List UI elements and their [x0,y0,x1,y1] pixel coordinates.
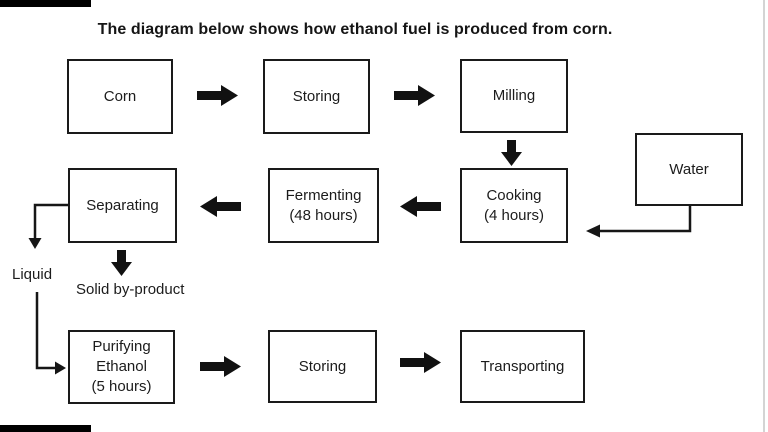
label-liquid: Liquid [12,266,53,283]
water-to-cooking-connector [586,206,692,238]
arrow-separating-to-solid-icon [111,250,132,276]
node-storing-2: Storing [268,330,377,403]
top-left-black-bar [0,0,91,7]
node-label: Separating [86,196,159,214]
arrow-storing-to-milling-icon [394,85,435,106]
node-label: Fermenting [285,186,362,204]
arrow-corn-to-storing-icon [197,85,238,106]
node-sublabel: (5 hours) [91,377,152,395]
node-storing-1: Storing [263,59,370,134]
node-sublabel: (48 hours) [289,206,358,224]
node-purifying-ethanol: Purifying Ethanol (5 hours) [68,330,175,404]
node-label: Transporting [480,357,565,375]
separating-to-liquid-connector [28,203,68,249]
node-cooking: Cooking (4 hours) [460,168,568,243]
arrow-storing-to-transporting-icon [400,352,441,373]
arrow-fermenting-to-separating-icon [200,196,241,217]
arrow-milling-to-cooking-icon [501,140,522,166]
node-separating: Separating [68,168,177,243]
bottom-left-black-bar [0,425,91,432]
node-label: Milling [492,87,536,105]
node-label: Cooking [486,186,542,204]
node-sublabel: (4 hours) [483,206,545,224]
node-milling: Milling [460,59,568,133]
liquid-to-purifying-connector [35,292,66,375]
diagram-title: The diagram below shows how ethanol fuel… [97,21,613,38]
node-label: Storing [298,357,347,375]
node-transporting: Transporting [460,330,585,403]
node-fermenting: Fermenting (48 hours) [268,168,379,243]
node-water: Water [635,133,743,206]
label-solid-by-product: Solid by-product [76,281,185,298]
node-label: Water [669,160,709,178]
node-label: Storing [292,87,341,105]
node-corn: Corn [67,59,173,134]
node-label: Purifying [92,338,151,356]
arrow-cooking-to-fermenting-icon [400,196,441,217]
node-sublabel: Ethanol [96,358,147,376]
arrow-purifying-to-storing-icon [200,356,241,377]
node-label: Corn [103,87,137,105]
frame-edge-line [763,0,765,432]
